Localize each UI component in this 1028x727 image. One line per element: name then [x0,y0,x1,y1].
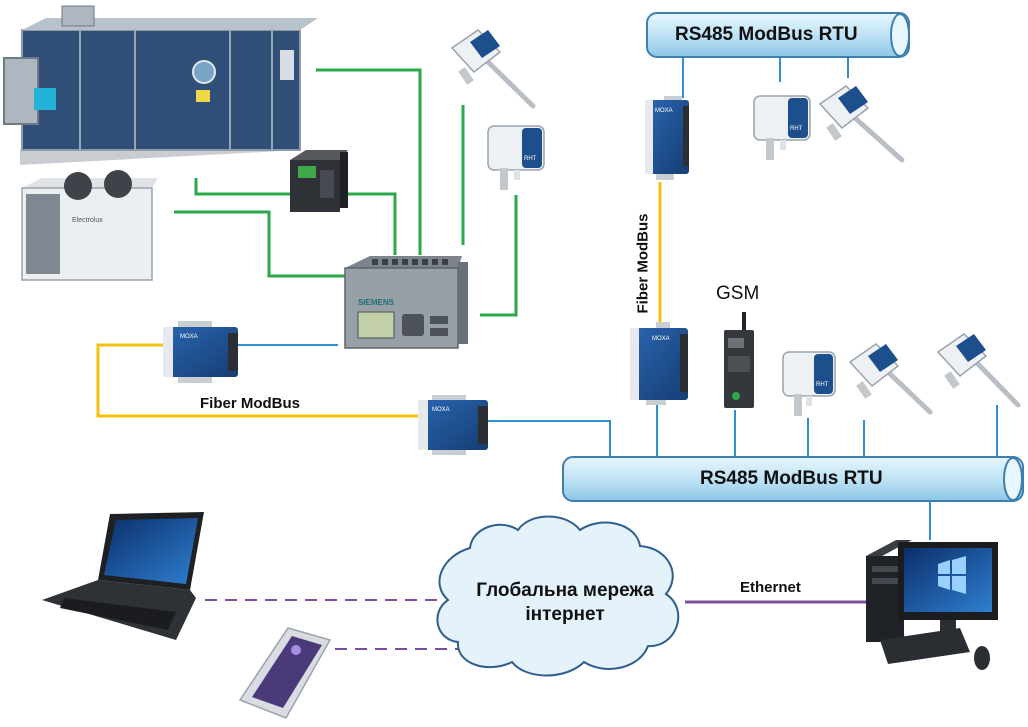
wire-moxa-bus [488,420,611,457]
smartphone [238,627,332,719]
sensor-tag-bottom: RHT [816,382,829,388]
internet-cloud [436,515,680,677]
condenser-brand: Electrolux [72,217,103,224]
cloud-label-line2: інтернет [525,604,605,625]
moxa-converter-middle: MOXA [418,395,488,455]
sensor-tag-mid: RHT [524,156,537,162]
internet-wires [205,599,866,650]
plc-controller: SIEMENS [344,256,468,349]
bus-top-label: RS485 ModBus RTU [675,24,858,45]
frequency-drive [290,150,348,212]
sensor-tag-top: RHT [790,126,803,132]
field-wires [174,68,518,317]
gsm-label: GSM [716,283,760,304]
duct-sensor-bottom-right [936,333,1021,408]
air-handling-unit [3,5,318,165]
fiber-horizontal-label: Fiber ModBus [200,395,300,412]
moxa-converter-left: MOXA [163,321,238,383]
wire-sensor2-plc [480,195,518,317]
moxa-brand-middle: MOXA [432,407,450,413]
laptop [42,512,204,640]
cloud-label: Глобальна мережа інтернет [460,579,670,627]
fiber-vertical-label: Fiber ModBus [634,213,652,314]
moxa-brand-left: MOXA [180,334,198,340]
sensor-box-top: RHT [753,95,811,160]
moxa-converter-bottom: MOXA [630,322,688,405]
gsm-modem [724,312,754,408]
condenser-unit: Electrolux [21,170,158,281]
bus-bottom-label: RS485 ModBus RTU [700,468,883,489]
rs485-wires [238,58,998,540]
desktop-computer [866,540,998,670]
wire-condenser-plc [174,210,345,278]
sensor-box-bottom: RHT [782,351,836,416]
ethernet-label: Ethernet [740,579,801,596]
fiber-wires [96,182,662,418]
sensor-box-mid: RHT [487,125,545,190]
duct-sensor-top-right [818,85,905,163]
moxa-brand-bottom: MOXA [652,336,670,342]
cloud-label-line1: Глобальна мережа [476,580,654,601]
moxa-brand-top: MOXA [655,108,673,114]
wire-ahu-plc [316,68,422,255]
plc-brand: SIEMENS [358,298,395,307]
moxa-converter-top: MOXA [645,96,689,180]
rs485-bus-top [646,12,910,58]
fiber-horizontal-link [96,343,418,418]
duct-sensor-top-left [450,29,536,109]
duct-sensor-bottom-mid [848,343,933,415]
rs485-bus-bottom [562,456,1024,502]
